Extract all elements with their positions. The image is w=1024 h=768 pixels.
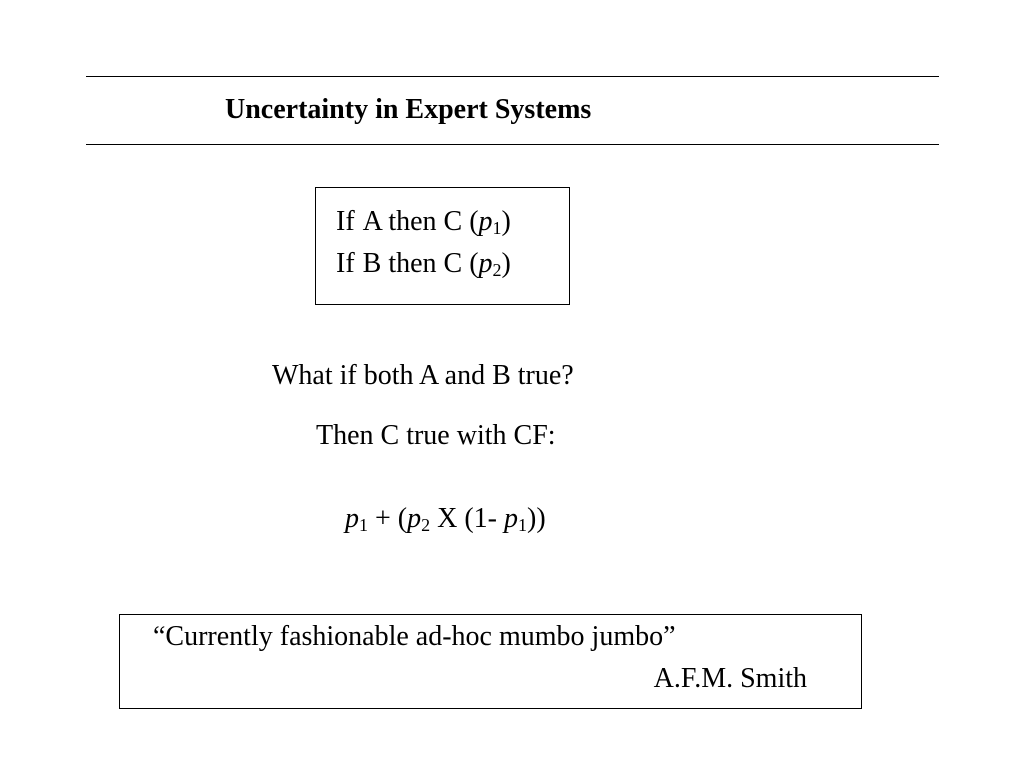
formula-var-2: p	[407, 503, 422, 534]
rule-body: A then C (	[362, 206, 479, 237]
rule-prefix: If	[336, 248, 355, 279]
rule-subscript: 2	[492, 260, 502, 280]
then-text: Then C true with CF:	[316, 420, 556, 451]
formula-mid: X (1-	[430, 503, 504, 534]
rule-variable: p	[478, 248, 493, 279]
rule-close: )	[501, 248, 511, 279]
formula-var-3: p	[504, 503, 518, 534]
rule-close: )	[501, 206, 511, 237]
formula-end: ))	[527, 503, 546, 534]
formula-sub-3: 1	[518, 515, 527, 535]
slide-title: Uncertainty in Expert Systems	[225, 94, 592, 125]
rule-prefix: If	[336, 206, 355, 237]
quote-author: A.F.M. Smith	[653, 663, 807, 694]
rule-body: B then C (	[362, 248, 479, 279]
rule-subscript: 1	[492, 218, 502, 238]
bottom-rule-line	[86, 144, 939, 145]
formula-sub-1: 1	[359, 515, 368, 535]
top-rule-line	[86, 76, 939, 77]
formula-var-1: p	[345, 503, 359, 534]
cf-formula: p1 + (p2 X (1- p1))	[345, 503, 546, 535]
formula-plus: + (	[368, 503, 408, 534]
formula-sub-2: 2	[421, 515, 431, 535]
quote-text: “Currently fashionable ad-hoc mumbo jumb…	[153, 621, 676, 652]
question-text: What if both A and B true?	[272, 360, 574, 391]
quote-box: “Currently fashionable ad-hoc mumbo jumb…	[119, 614, 862, 709]
rule-variable: p	[478, 206, 493, 237]
